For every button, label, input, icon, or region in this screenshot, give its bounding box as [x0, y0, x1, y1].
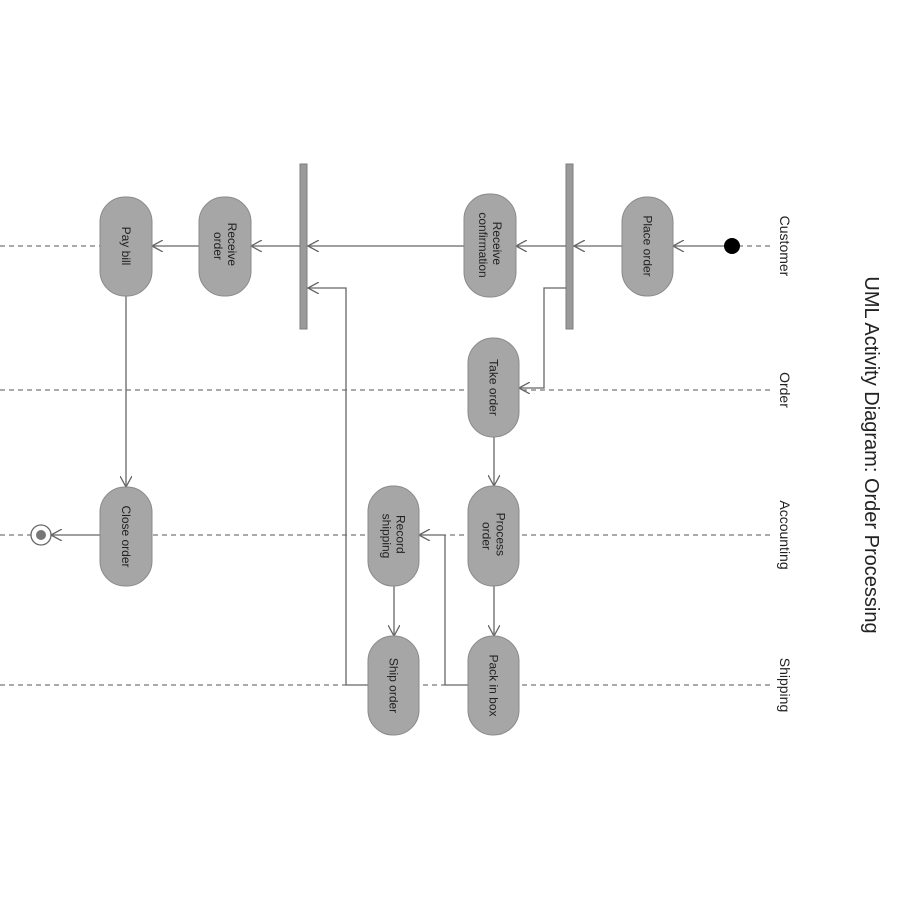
node-pay-bill: Pay bill	[99, 196, 153, 297]
node-record-shipping: Record shipping	[367, 485, 420, 587]
svg-text:Close order: Close order	[119, 505, 133, 567]
lane-label-accounting: Accounting	[777, 500, 793, 569]
node-take-order: Take order	[467, 337, 520, 438]
node-ship-order: Ship order	[367, 635, 420, 736]
lane-label-customer: Customer	[777, 216, 793, 277]
node-pack-in-box: Pack in box	[467, 635, 520, 736]
join-bar	[299, 163, 308, 330]
svg-text:Pay bill: Pay bill	[119, 227, 133, 266]
node-close-order: Close order	[99, 486, 153, 587]
lane-label-shipping: Shipping	[777, 658, 793, 713]
lane-label-order: Order	[777, 372, 793, 408]
svg-text:Place order: Place order	[641, 215, 655, 276]
flow-ship-order-to-join	[308, 288, 368, 686]
svg-text:Record shipping: Record shipping	[380, 514, 408, 559]
svg-text:Process order: Process order	[480, 513, 508, 560]
svg-text:Pack in box: Pack in box	[487, 654, 501, 716]
diagram-title: UML Activity Diagram: Order Processing	[860, 276, 882, 633]
svg-text:Receive order: Receive order	[211, 223, 239, 270]
node-receive-order: Receive order	[198, 196, 252, 297]
node-place-order: Place order	[621, 196, 674, 297]
flow-fork-to-take-order	[519, 287, 566, 388]
node-receive-confirmation: Receive confirmation	[463, 193, 517, 298]
start-node	[724, 238, 740, 254]
fork-bar	[565, 163, 574, 330]
svg-text:Ship order: Ship order	[387, 658, 401, 713]
svg-text:Take order: Take order	[487, 359, 501, 416]
svg-text:Receive confirmation: Receive confirmation	[476, 212, 504, 277]
end-node	[30, 524, 52, 546]
node-process-order: Process order	[467, 485, 520, 587]
flow-pack-in-box-to-record-shipping	[419, 535, 468, 686]
